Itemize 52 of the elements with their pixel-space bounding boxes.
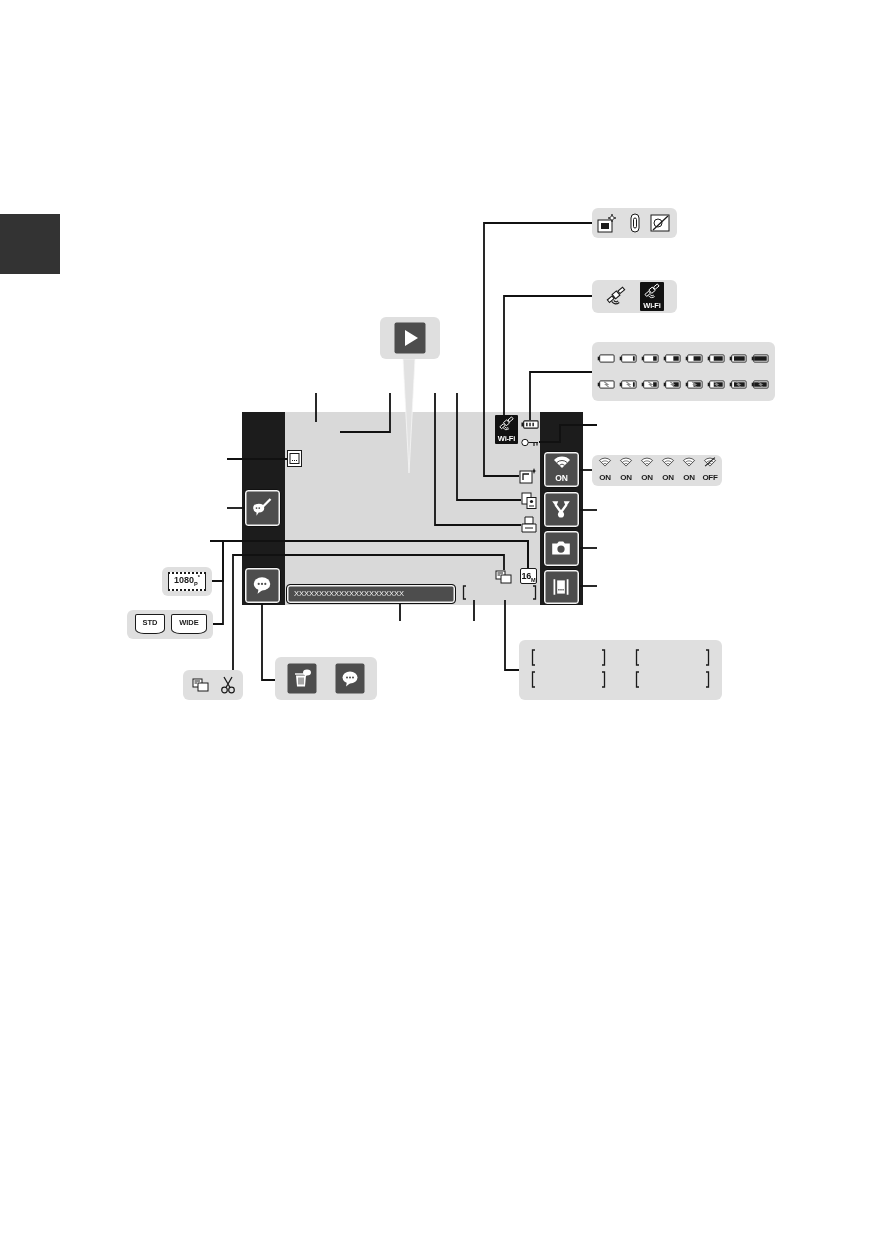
- callout-panel: [592, 342, 775, 401]
- wifi-status-indicator: ON: [637, 457, 657, 484]
- wifi-status-indicator: ON: [679, 457, 699, 484]
- camera-screen: [242, 412, 583, 605]
- leader-line: [579, 547, 598, 549]
- leader-line: [579, 469, 593, 471]
- callout-panel: [127, 610, 213, 639]
- leader-line: [579, 509, 598, 511]
- frame-sparkle-icon: [519, 467, 537, 484]
- wifi-status-indicator: ON: [658, 457, 678, 484]
- leader-line: [579, 585, 598, 587]
- wifi-status-indicator: ON: [616, 457, 636, 484]
- leader-line: [483, 222, 593, 477]
- leader-line: [473, 599, 475, 622]
- leader-line: [456, 392, 522, 501]
- pages-icon: [521, 492, 537, 509]
- frame-button: [543, 569, 580, 605]
- camera-button: [543, 530, 580, 567]
- leader-line: [399, 603, 401, 622]
- wifi-status-indicator: ON: [595, 457, 615, 484]
- counter-brackets: [462, 585, 537, 600]
- share-button: [543, 491, 580, 528]
- wifi-button: ON: [543, 451, 580, 488]
- small-picture-icon: [495, 570, 512, 584]
- callout-panel: [592, 208, 677, 238]
- callout-pointer: [402, 358, 416, 474]
- leader-line: [504, 599, 520, 671]
- callout-panel: [592, 280, 677, 313]
- printer-icon: [521, 516, 537, 533]
- leader-line: [529, 371, 593, 421]
- leader-line: [339, 392, 391, 433]
- leader-line: [232, 554, 505, 671]
- edit-button: [244, 489, 281, 527]
- leader-line: [226, 458, 288, 460]
- leader-line: [434, 392, 522, 526]
- callout-panel: [592, 455, 722, 486]
- leader-line: [503, 295, 593, 416]
- leader-line: [315, 392, 317, 423]
- callout-panel: [183, 670, 243, 700]
- comment-button: [244, 567, 281, 604]
- callout-panel: [162, 567, 212, 596]
- image-size-indicator: 16$_{M}$: [520, 568, 537, 584]
- callout-panel: [380, 317, 440, 359]
- wifi-status-indicator: OFF: [700, 457, 720, 484]
- film-frame-icon: [287, 450, 302, 467]
- leader-line: [261, 603, 276, 681]
- callout-panel: [275, 657, 377, 700]
- leader-line: [538, 424, 598, 443]
- leader-line: [226, 507, 245, 509]
- callout-panel: [519, 640, 722, 700]
- battery-icon: [521, 420, 539, 429]
- key-icon: [521, 438, 539, 447]
